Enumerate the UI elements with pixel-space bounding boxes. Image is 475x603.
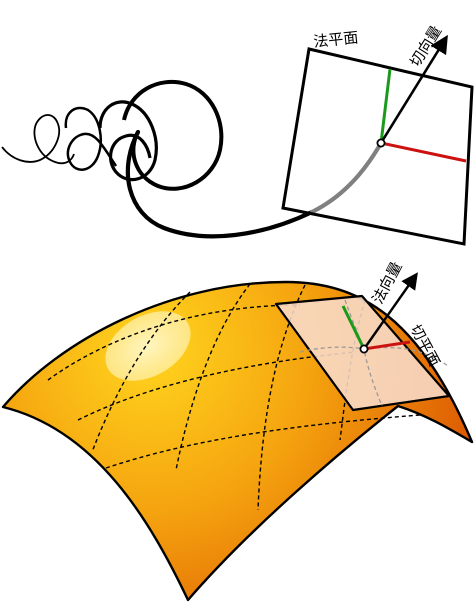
helix-coil-1 [1, 114, 75, 165]
grid-line-v1 [91, 291, 191, 453]
helix-coil-4 [122, 79, 224, 191]
space-curve-figure: 法平面 切向量 [1, 22, 474, 246]
curve-segment-behind-plane [309, 140, 384, 215]
surface-figure: 法向量 切平面 [1, 259, 474, 602]
curve-point [376, 138, 386, 148]
grid-line-u3 [105, 414, 421, 469]
curve-trailing-arc [125, 129, 315, 239]
surface-highlight [105, 311, 191, 381]
surface-point [359, 344, 369, 354]
binormal-vector [380, 141, 467, 163]
normal-plane-label: 法平面 [313, 28, 360, 51]
surface-green-vector [341, 305, 366, 350]
surface-grid [47, 283, 421, 511]
principal-normal-vector [379, 68, 392, 144]
helix-coil-2 [64, 106, 118, 171]
surface-red-vector [363, 340, 411, 351]
grid-line-u1 [47, 304, 301, 381]
surface-normal-vector-arrow [363, 272, 418, 350]
grid-line-v2 [175, 283, 251, 471]
curved-surface [1, 280, 474, 602]
tangent-vector-arrow [379, 34, 448, 144]
normal-plane [281, 47, 474, 246]
